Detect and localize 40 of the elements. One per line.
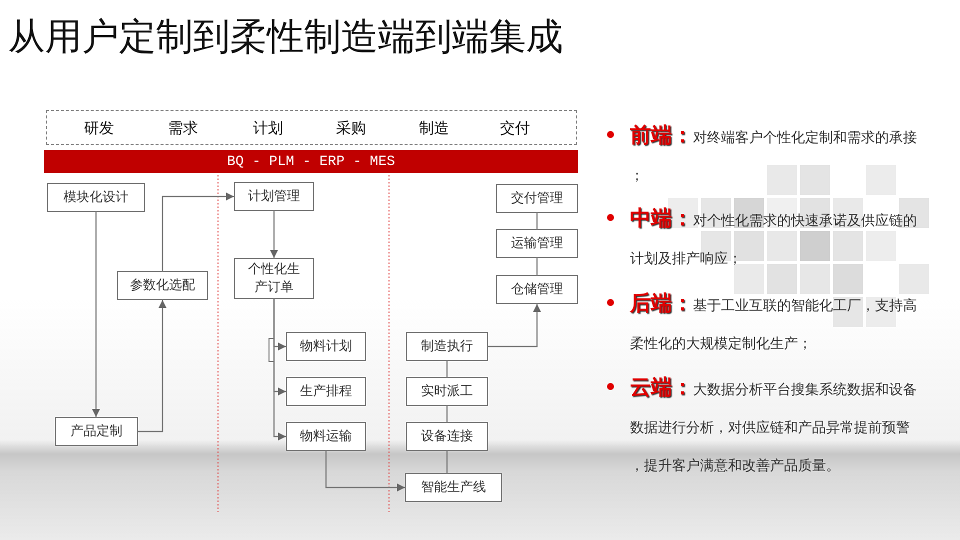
connector-line [446,361,448,377]
phase-label: 采购 [336,118,366,138]
bullet-text: 前端：对终端客户个性化定制和需求的承接； [630,122,918,186]
process-box: 运输管理 [496,229,578,258]
bullet-text: 后端：基于工业互联的智能化工厂，支持高柔性化的大规模定制化生产； [630,290,918,354]
phase-label: 制造 [419,118,449,138]
process-box: 参数化选配 [117,271,208,300]
process-box: 产品定制 [55,417,138,446]
connector-line [536,213,538,229]
phase-label: 交付 [500,118,530,138]
process-box: 模块化设计 [47,183,145,212]
arrow [273,299,286,440]
phase-label: 计划 [253,118,283,138]
process-box: 计划管理 [234,182,314,211]
process-box: 制造执行 [406,332,488,361]
connector-line [446,406,448,422]
connector-line [536,258,538,275]
process-box: 物料计划 [286,332,366,361]
process-box: 设备连接 [406,422,488,451]
process-box: 实时派工 [406,377,488,406]
process-box: 个性化生产订单 [234,258,314,299]
process-box: 交付管理 [496,184,578,213]
process-box: 物料运输 [286,422,366,451]
phase-label: 研发 [84,118,114,138]
process-box: 仓储管理 [496,275,578,304]
process-box: 生产排程 [286,377,366,406]
bullet-text: 中端：对个性化需求的快速承诺及供应链的计划及排产响应； [630,205,918,269]
arrow [138,300,166,432]
process-box: 智能生产线 [405,473,502,502]
arrow [325,451,405,492]
title: 从用户定制到柔性制造端到端集成 [8,14,563,60]
arrow [162,192,234,271]
arrow [92,212,100,417]
arrow [488,304,541,348]
arrow [270,211,278,258]
phase-band [46,110,577,145]
bullet-text: 云端：大数据分析平台搜集系统数据和设备数据进行分析，对供应链和产品异常提前预警，提升客户满意和改善产品质量。 [630,374,918,476]
system-band: BQ - PLM - ERP - MES [44,150,578,173]
connector-line [446,451,448,473]
phase-label: 需求 [168,118,198,138]
